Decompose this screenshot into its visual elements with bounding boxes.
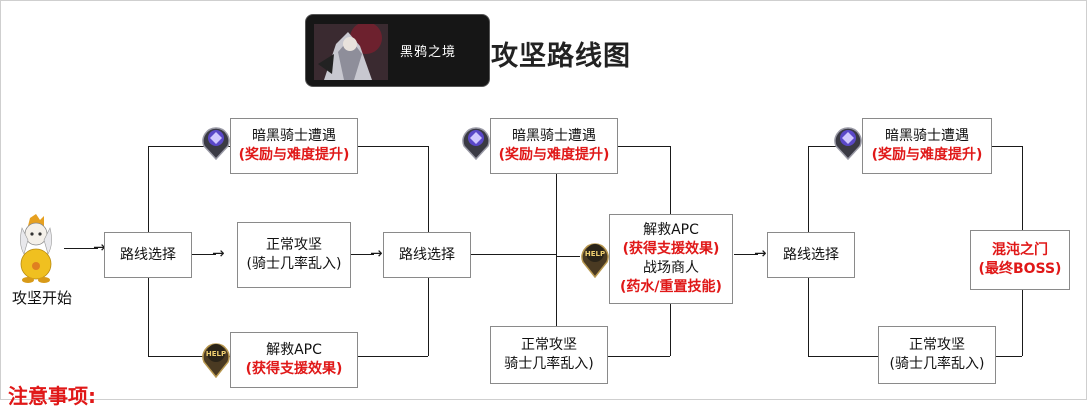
- dark-knight-emblem-icon: [202, 127, 230, 160]
- dungeon-character-art: [314, 24, 388, 80]
- help-icon-text: HELP: [585, 250, 605, 258]
- dark-knight-encounter-3: 暗黑骑士遭遇 (奖励与难度提升): [862, 118, 992, 174]
- node-title: 解救APC: [643, 222, 699, 238]
- arrow-right-icon: →: [212, 244, 225, 262]
- edge-to-rescue-1: [148, 356, 230, 357]
- route-select-label: 路线选择: [399, 246, 455, 263]
- node-title: 暗黑骑士遭遇: [252, 128, 336, 144]
- notes-heading: 注意事项:: [8, 384, 96, 408]
- edge-to-normal-3: [808, 356, 880, 357]
- route-select-3: 路线选择: [767, 232, 855, 278]
- route-select-label: 路线选择: [120, 246, 176, 263]
- edge-to-help-merchant: [556, 256, 580, 257]
- node-subtitle: (骑士几率乱入): [246, 256, 342, 272]
- help-icon-text: HELP: [206, 350, 226, 358]
- arrow-right-icon: →: [370, 244, 383, 262]
- normal-assault-3: 正常攻坚 (骑士几率乱入): [878, 326, 996, 384]
- page-title: 攻坚路线图: [491, 41, 631, 72]
- node-title: 混沌之门: [992, 242, 1048, 258]
- start-label: 攻坚开始: [12, 289, 73, 307]
- edge-rescue-1-out: [358, 356, 428, 357]
- node-title: 正常攻坚: [266, 237, 322, 253]
- edge-right-vertical-top: [1022, 146, 1023, 230]
- node-title: 暗黑骑士遭遇: [885, 128, 969, 144]
- rescue-apc-1: 解救APC (获得支援效果): [230, 332, 358, 388]
- node-title: 战场商人: [643, 260, 699, 276]
- dark-knight-encounter-2: 暗黑骑士遭遇 (奖励与难度提升): [490, 118, 618, 174]
- route-select-label: 路线选择: [783, 246, 839, 263]
- edge-dark-knight-1-out: [358, 146, 428, 147]
- dungeon-name: 黑鸦之境: [400, 45, 457, 60]
- help-emblem-icon: HELP: [581, 243, 609, 278]
- edge-route1-normal1: [192, 254, 216, 255]
- node-subtitle: (骑士几率乱入): [889, 356, 985, 372]
- arrow-right-icon: →: [754, 244, 767, 262]
- edge-normal1-route2: [350, 254, 374, 255]
- node-title: 暗黑骑士遭遇: [512, 128, 596, 144]
- node-reward-text: (最终BOSS): [978, 261, 1062, 277]
- edge-normal2-out: [608, 356, 670, 357]
- edge-to-dark-knight-1: [148, 146, 230, 147]
- node-reward-text: (获得支援效果): [622, 241, 720, 257]
- dark-knight-emblem-icon: [834, 127, 862, 160]
- edge-dark-knight-2-out: [618, 146, 670, 147]
- route-select-2: 路线选择: [383, 232, 471, 278]
- normal-assault-2: 正常攻坚 骑士几率乱入): [490, 326, 608, 384]
- node-title: 解救APC: [266, 342, 322, 358]
- dark-knight-encounter-1: 暗黑骑士遭遇 (奖励与难度提升): [230, 118, 358, 174]
- node-title: 正常攻坚: [909, 337, 965, 353]
- arrow-right-icon: →: [93, 238, 106, 256]
- route-select-1: 路线选择: [104, 232, 192, 278]
- start-character-icon: [20, 214, 52, 283]
- edge-route2-out: [470, 254, 556, 255]
- edge-right-vertical-bottom: [1022, 290, 1023, 356]
- node-subtitle: 骑士几率乱入): [504, 356, 594, 372]
- help-emblem-icon: HELP: [202, 343, 230, 378]
- edge-start-route1: [64, 248, 98, 249]
- node-reward-text: (获得支援效果): [245, 361, 343, 377]
- node-reward-text: (奖励与难度提升): [498, 147, 610, 163]
- node-title: 正常攻坚: [521, 337, 577, 353]
- rescue-apc-merchant: 解救APC (获得支援效果) 战场商人 (药水/重置技能): [609, 214, 733, 304]
- chaos-gate-final-boss: 混沌之门 (最终BOSS): [970, 230, 1070, 290]
- edge-merchant-route3: [734, 254, 758, 255]
- normal-assault-1: 正常攻坚 (骑士几率乱入): [237, 222, 351, 288]
- edge-dark-knight-3-out: [992, 146, 1022, 147]
- node-reward-text: (奖励与难度提升): [238, 147, 350, 163]
- edge-middle-vertical: [556, 170, 557, 326]
- dark-knight-emblem-icon: [462, 127, 490, 160]
- node-reward-text: (奖励与难度提升): [871, 147, 983, 163]
- edge-to-dark-knight-3: [808, 146, 838, 147]
- edge-normal-3-out: [996, 356, 1022, 357]
- node-reward-text: (药水/重置技能): [620, 279, 722, 295]
- dungeon-banner: 黑鸦之境: [305, 14, 490, 87]
